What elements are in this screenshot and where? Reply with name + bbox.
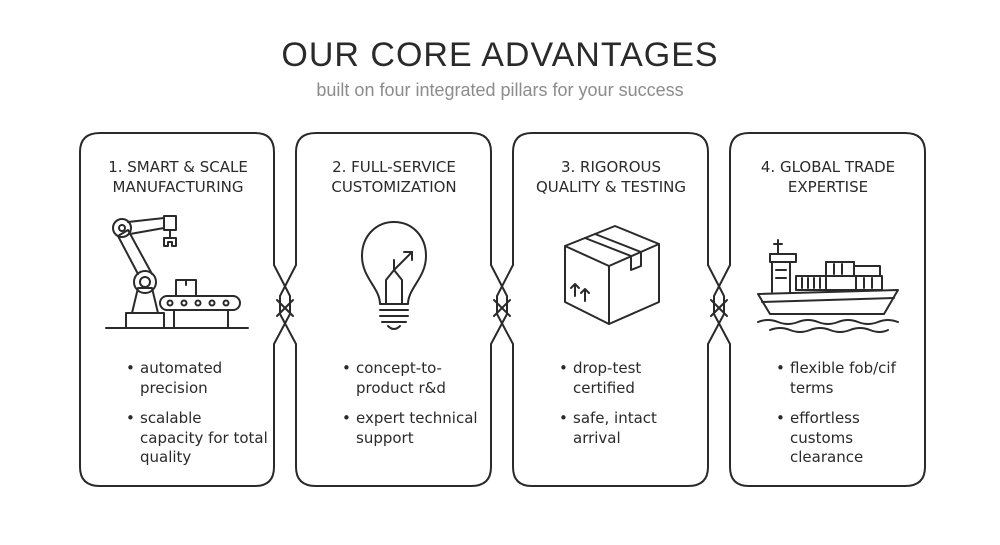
connector-x-1 (276, 299, 294, 317)
bullet-list: •automated precision •scalable capacity … (80, 359, 276, 479)
card-quality: 3. RIGOROUS QUALITY & TESTING •drop-test… (513, 135, 709, 485)
card-title: 3. RIGOROUS QUALITY & TESTING (536, 158, 686, 196)
bullet-list: •drop-test certified •safe, intact arriv… (513, 359, 709, 459)
list-item: •safe, intact arrival (559, 409, 657, 447)
list-item: •concept-to-product r&d (342, 359, 446, 397)
lightbulb-icon (361, 221, 427, 330)
card-4-frame (713, 132, 926, 487)
card-2-frame (279, 132, 508, 487)
page-subtitle: built on four integrated pillars for you… (316, 80, 684, 100)
connector-x-2 (493, 299, 511, 317)
list-item: •effortless customs clearance (776, 409, 864, 466)
list-item: •automated precision (126, 359, 223, 397)
card-3-frame (496, 132, 725, 487)
list-item: •flexible fob/cif terms (776, 359, 896, 397)
list-item: •scalable capacity for total quality (126, 409, 268, 466)
card-title: 1. SMART & SCALE MANUFACTURING (108, 158, 248, 196)
robot-arm-conveyor-icon (105, 215, 249, 329)
connector-x-3 (710, 299, 728, 317)
cargo-ship-icon (757, 239, 899, 333)
shipping-box-icon (564, 225, 660, 325)
card-global-trade: 4. GLOBAL TRADE EXPERTISE (730, 135, 926, 485)
card-1-frame (79, 132, 291, 487)
bullet-list: •concept-to-product r&d •expert technica… (296, 359, 492, 459)
card-manufacturing: 1. SMART & SCALE MANUFACTURING (80, 135, 276, 485)
list-item: •drop-test certified (559, 359, 642, 397)
card-title: 4. GLOBAL TRADE EXPERTISE (760, 158, 896, 196)
card-title: 2. FULL-SERVICE CUSTOMIZATION (331, 158, 457, 196)
card-customization: 2. FULL-SERVICE CUSTOMIZATION •concept-t… (296, 135, 492, 485)
page-title: OUR CORE ADVANTAGES (281, 36, 719, 74)
bullet-list: •flexible fob/cif terms •effortless cust… (730, 359, 926, 479)
list-item: •expert technical support (342, 409, 478, 447)
